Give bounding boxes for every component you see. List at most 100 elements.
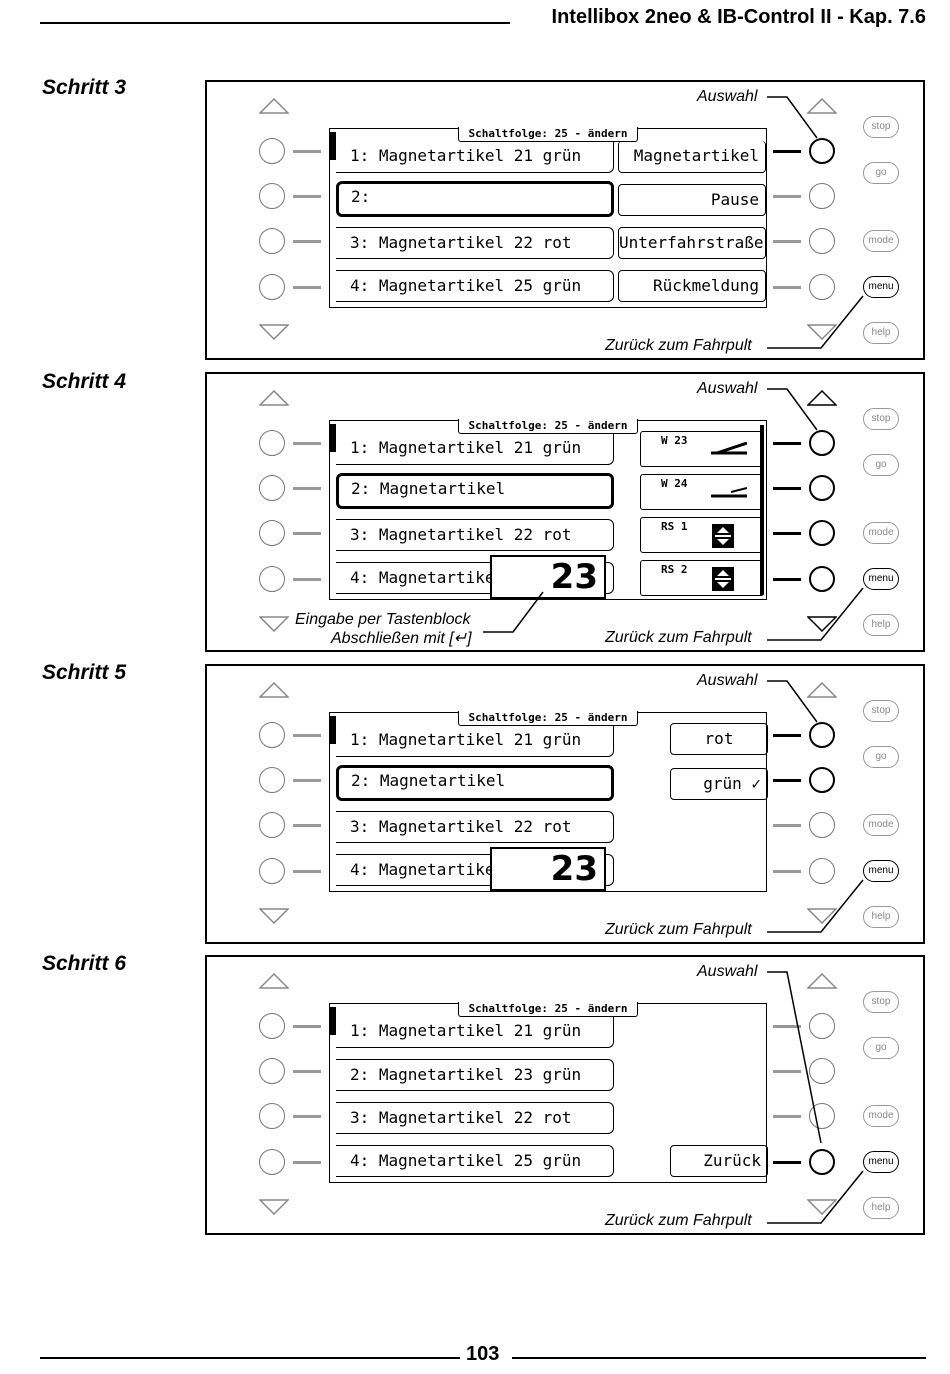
list-item[interactable]: 1: Magnetartikel 21 grün <box>336 725 614 757</box>
option-pause[interactable]: Pause <box>618 184 766 216</box>
go-button[interactable]: go <box>863 746 899 768</box>
scroll-down-left-icon[interactable] <box>259 616 289 632</box>
stop-button[interactable]: stop <box>863 700 899 722</box>
annotation-leader-lines <box>483 388 864 641</box>
stop-button[interactable]: stop <box>863 991 899 1013</box>
left-function-button-2[interactable] <box>259 1058 285 1084</box>
list-item[interactable]: 3: Magnetartikel 22 rot <box>336 227 614 259</box>
scroll-up-left-icon[interactable] <box>259 973 289 989</box>
help-button[interactable]: help <box>863 322 899 344</box>
mode-button[interactable]: mode <box>863 230 899 252</box>
help-button[interactable]: help <box>863 1197 899 1219</box>
left-function-button-2[interactable] <box>259 767 285 793</box>
right-function-button-2[interactable] <box>809 183 835 209</box>
list-item[interactable]: 1: Magnetartikel 21 grün <box>336 433 614 465</box>
list-item[interactable]: 4: Magnetartikel 25 grün <box>336 1145 614 1177</box>
menu-button[interactable]: menu <box>863 860 899 882</box>
left-function-button-3[interactable] <box>259 812 285 838</box>
help-button[interactable]: help <box>863 614 899 636</box>
list-item-selected[interactable]: 2: Magnetartikel <box>336 765 614 801</box>
list-item[interactable]: 2: Magnetartikel 23 grün <box>336 1059 614 1091</box>
go-button[interactable]: go <box>863 162 899 184</box>
list-item-selected[interactable]: 2: <box>336 181 614 217</box>
menu-button[interactable]: menu <box>863 568 899 590</box>
option-zurueck[interactable]: Zurück <box>670 1145 768 1177</box>
number-entry-box[interactable]: 23 <box>490 847 606 891</box>
right-function-button-1[interactable] <box>809 722 835 748</box>
right-function-button-1[interactable] <box>809 138 835 164</box>
scroll-down-left-icon[interactable] <box>259 908 289 924</box>
scrollbar[interactable] <box>330 132 336 160</box>
left-function-button-4[interactable] <box>259 274 285 300</box>
scrollbar[interactable] <box>330 1007 336 1035</box>
list-item[interactable]: 1: Magnetartikel 21 grün <box>336 1016 614 1048</box>
go-button[interactable]: go <box>863 1037 899 1059</box>
right-function-button-1[interactable] <box>809 430 835 456</box>
scroll-down-right-icon[interactable] <box>807 1199 837 1215</box>
scroll-down-right-icon[interactable] <box>807 324 837 340</box>
option-unterfahrstrasse[interactable]: Unterfahrstraße <box>618 227 766 259</box>
stop-button[interactable]: stop <box>863 408 899 430</box>
switch-list-scrollbar[interactable] <box>760 425 764 595</box>
option-rueckmeldung[interactable]: Rückmeldung <box>618 270 766 302</box>
right-function-button-4[interactable] <box>809 1149 835 1175</box>
left-function-button-3[interactable] <box>259 520 285 546</box>
list-item[interactable]: 1: Magnetartikel 21 grün <box>336 141 614 173</box>
left-function-button-1[interactable] <box>259 138 285 164</box>
mode-button[interactable]: mode <box>863 814 899 836</box>
scroll-up-left-icon[interactable] <box>259 682 289 698</box>
list-item[interactable]: 4: Magnetartikel 25 grün <box>336 270 614 302</box>
list-item-selected[interactable]: 2: Magnetartikel <box>336 473 614 509</box>
left-function-button-4[interactable] <box>259 858 285 884</box>
scrollbar[interactable] <box>330 716 336 744</box>
scroll-up-right-icon[interactable] <box>807 682 837 698</box>
switch-w23[interactable]: W 23 <box>640 431 764 467</box>
right-function-button-2[interactable] <box>809 475 835 501</box>
scroll-up-right-icon[interactable] <box>807 98 837 114</box>
right-function-button-4[interactable] <box>809 566 835 592</box>
menu-button[interactable]: menu <box>863 276 899 298</box>
option-rot[interactable]: rot <box>670 723 768 755</box>
right-function-button-3[interactable] <box>809 812 835 838</box>
left-function-button-1[interactable] <box>259 1013 285 1039</box>
left-function-button-3[interactable] <box>259 1103 285 1129</box>
left-function-button-1[interactable] <box>259 722 285 748</box>
number-entry-box[interactable]: 23 <box>490 555 606 599</box>
mode-button[interactable]: mode <box>863 522 899 544</box>
list-item[interactable]: 4: Magnetartikel <box>336 562 614 594</box>
left-function-button-2[interactable] <box>259 183 285 209</box>
right-function-button-4[interactable] <box>809 274 835 300</box>
right-function-button-3[interactable] <box>809 520 835 546</box>
mode-button[interactable]: mode <box>863 1105 899 1127</box>
list-item[interactable]: 4: Magnetartikel <box>336 854 614 886</box>
right-function-button-2[interactable] <box>809 767 835 793</box>
option-gruen-checked[interactable]: grün ✓ <box>670 768 768 800</box>
right-function-button-3[interactable] <box>809 228 835 254</box>
scroll-up-left-icon[interactable] <box>259 390 289 406</box>
right-function-button-1[interactable] <box>809 1013 835 1039</box>
right-function-button-4[interactable] <box>809 858 835 884</box>
left-function-button-1[interactable] <box>259 430 285 456</box>
list-item[interactable]: 3: Magnetartikel 22 rot <box>336 811 614 843</box>
right-function-button-2[interactable] <box>809 1058 835 1084</box>
scroll-up-left-icon[interactable] <box>259 98 289 114</box>
list-item[interactable]: 3: Magnetartikel 22 rot <box>336 519 614 551</box>
help-button[interactable]: help <box>863 906 899 928</box>
left-function-button-4[interactable] <box>259 1149 285 1175</box>
scroll-down-left-icon[interactable] <box>259 1199 289 1215</box>
left-function-button-2[interactable] <box>259 475 285 501</box>
switch-rs1[interactable]: RS 1 <box>640 517 764 553</box>
scroll-up-right-icon[interactable] <box>807 390 837 406</box>
scrollbar[interactable] <box>330 424 336 452</box>
go-button[interactable]: go <box>863 454 899 476</box>
menu-button[interactable]: menu <box>863 1151 899 1173</box>
stop-button[interactable]: stop <box>863 116 899 138</box>
left-function-button-3[interactable] <box>259 228 285 254</box>
left-function-button-4[interactable] <box>259 566 285 592</box>
scroll-down-left-icon[interactable] <box>259 324 289 340</box>
scroll-down-right-icon[interactable] <box>807 616 837 632</box>
scroll-up-right-icon[interactable] <box>807 973 837 989</box>
list-item[interactable]: 3: Magnetartikel 22 rot <box>336 1102 614 1134</box>
option-magnetartikel[interactable]: Magnetartikel <box>618 141 766 173</box>
scroll-down-right-icon[interactable] <box>807 908 837 924</box>
